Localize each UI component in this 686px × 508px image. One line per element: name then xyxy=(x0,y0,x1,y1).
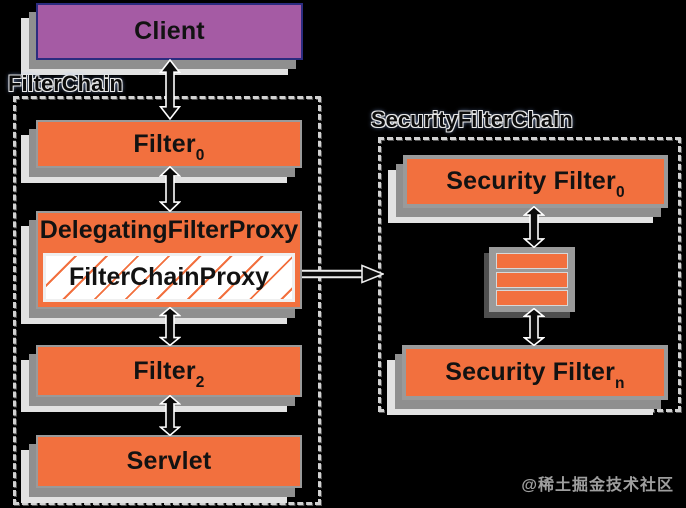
stack-bar xyxy=(496,271,568,288)
servlet-box: Servlet xyxy=(36,435,302,488)
filterchain-label: FilterChain xyxy=(8,71,123,96)
double-arrow-icon xyxy=(523,206,545,248)
security-filter0-box: Security Filter0 xyxy=(403,155,668,208)
security-filter0-label: Security Filter0 xyxy=(446,167,625,201)
filter-chain-proxy-label: FilterChainProxy xyxy=(68,263,270,291)
connector-right-arrow-icon xyxy=(302,264,384,284)
double-arrow-icon xyxy=(159,166,181,212)
filter-stack-icon xyxy=(489,247,575,312)
servlet-label: Servlet xyxy=(126,447,212,475)
delegating-filter-proxy-label: DelegatingFilterProxy xyxy=(39,216,299,244)
filter2-label: Filter2 xyxy=(133,356,205,391)
stack-bar xyxy=(496,290,568,306)
filter-chain-proxy-box: FilterChainProxy xyxy=(43,253,295,302)
security-filtern-box: Security Filtern xyxy=(402,345,668,400)
client-box: Client xyxy=(36,3,303,60)
double-arrow-icon xyxy=(523,308,545,346)
double-arrow-icon xyxy=(159,307,181,346)
client-label: Client xyxy=(134,17,205,45)
filter0-box: Filter0 xyxy=(36,120,302,168)
delegating-filter-proxy-box: DelegatingFilterProxy FilterChainProxy xyxy=(36,211,302,309)
securityfilterchain-label: SecurityFilterChain xyxy=(371,107,573,132)
double-arrow-icon xyxy=(159,395,181,436)
filter0-label: Filter0 xyxy=(133,129,205,164)
stack-bar xyxy=(496,253,568,269)
filter2-box: Filter2 xyxy=(36,345,302,397)
security-filtern-label: Security Filtern xyxy=(445,358,625,392)
double-arrow-icon xyxy=(159,59,181,120)
watermark: @稀土掘金技术社区 xyxy=(521,477,674,494)
